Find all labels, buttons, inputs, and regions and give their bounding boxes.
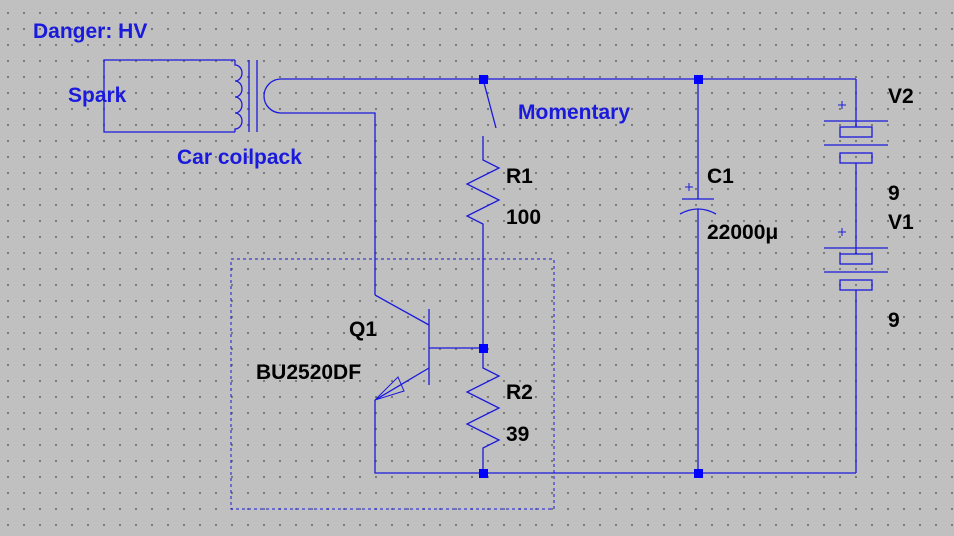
v2-plate-a (839, 126, 873, 138)
v1-ref-label: V1 (888, 211, 914, 234)
q1-emitter-lead (374, 367, 430, 401)
transistor-outline-box (230, 258, 555, 510)
q1-collector-lead (374, 294, 430, 326)
junction (694, 469, 703, 478)
q1-value-label: BU2520DF (256, 361, 362, 384)
switch-lever (482, 78, 497, 129)
spark-loop-wire (103, 59, 235, 133)
r1-value-label: 100 (506, 206, 542, 229)
coilpack-label: Car coilpack (177, 146, 302, 169)
v2-value-label: 9 (888, 182, 900, 205)
r2-resistor (465, 348, 501, 473)
v1-plate-b (839, 279, 873, 291)
junction (479, 344, 488, 353)
momentary-label: Momentary (518, 101, 631, 124)
junction (694, 75, 703, 84)
c1-ref-label: C1 (707, 165, 734, 188)
r2-ref-label: R2 (506, 381, 533, 404)
spark-label: Spark (68, 84, 127, 107)
q1-emitter-to-ground-wire (374, 400, 856, 474)
r1-ref-label: R1 (506, 165, 533, 188)
junction (479, 469, 488, 478)
danger-label: Danger: HV (33, 20, 148, 43)
c1-value-label: 22000μ (707, 221, 779, 244)
junction (479, 75, 488, 84)
v1-plate-a (839, 253, 873, 265)
q1-ref-label: Q1 (349, 318, 378, 341)
v2-plate-b (839, 152, 873, 164)
coil-secondary (234, 60, 243, 132)
q1-emitter-arrow (374, 376, 405, 401)
r1-resistor (465, 152, 501, 348)
v1-value-label: 9 (888, 309, 900, 332)
r2-value-label: 39 (506, 423, 530, 446)
v2-ref-label: V2 (888, 85, 914, 108)
coil-primary (263, 78, 856, 295)
